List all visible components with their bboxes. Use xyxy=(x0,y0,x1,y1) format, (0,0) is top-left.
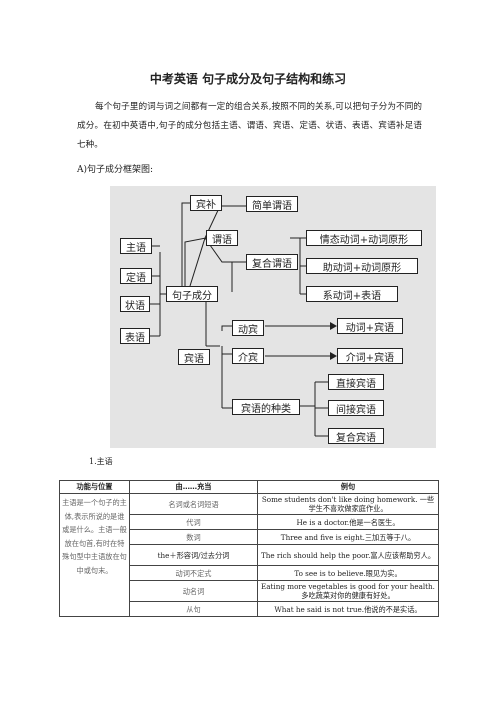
table-row: 从句 What he said is not true.他说的不是实话。 xyxy=(60,601,439,617)
box-object: 宾语 xyxy=(178,349,210,365)
example-cell: What he said is not true.他说的不是实话。 xyxy=(257,601,439,617)
header-role: 由……充当 xyxy=(129,480,258,494)
header-function: 功能与位置 xyxy=(59,480,130,494)
example-cell: To see is to believe.眼见为实。 xyxy=(257,565,439,581)
box-attribute: 定语 xyxy=(120,268,152,284)
role-cell: 代词 xyxy=(129,514,258,530)
box-prep-plus-object: 介词+宾语 xyxy=(337,348,403,364)
box-modal-verb: 情态动词+动词原形 xyxy=(306,230,422,246)
box-simple-predicate: 简单谓语 xyxy=(246,196,298,212)
box-adverbial: 状语 xyxy=(120,296,150,312)
box-verb-object: 动宾 xyxy=(232,320,264,336)
subject-table: 功能与位置 由……充当 例句 主语是一个句子的主体,表示所说的是谁或是什么。主语… xyxy=(59,480,439,617)
example-cell: Eating more vegetables is good for your … xyxy=(257,580,439,602)
box-linking-verb: 系动词+表语 xyxy=(306,286,398,302)
box-verb-plus-object: 动词+宾语 xyxy=(337,318,403,334)
subsection-heading: 1.主语 xyxy=(89,457,113,466)
role-cell: the＋形容词/过去分词 xyxy=(129,544,258,566)
header-example: 例句 xyxy=(257,480,439,494)
diagram-connector-lines xyxy=(150,202,337,437)
box-direct-object: 直接宾语 xyxy=(328,374,384,390)
box-compound-predicate: 复合谓语 xyxy=(246,254,298,270)
table-row: 动词不定式 To see is to believe.眼见为实。 xyxy=(60,565,439,581)
role-cell: 从句 xyxy=(129,601,258,617)
box-predicative: 表语 xyxy=(120,328,150,344)
box-auxiliary-verb: 助动词+动词原形 xyxy=(306,258,418,274)
example-cell: He is a doctor.他是一名医生。 xyxy=(257,514,439,530)
section-heading: A)句子成分框架图: xyxy=(77,165,154,175)
example-cell: Some students don't like doing homework.… xyxy=(257,493,439,515)
example-cell: The rich should help the poor.富人应该帮助穷人。 xyxy=(257,544,439,566)
role-cell: 动词不定式 xyxy=(129,565,258,581)
intro-paragraph: 每个句子里的词与词之间都有一定的组合关系,按照不同的关系,可以把句子分为不同的成… xyxy=(77,102,422,150)
table-row: 主语是一个句子的主体,表示所说的是谁或是什么。主语一般放在句首,有时在特殊句型中… xyxy=(59,493,439,617)
box-object-kinds: 宾语的种类 xyxy=(232,399,300,415)
role-cell: 数词 xyxy=(129,529,258,545)
table-row: 动名词 Eating more vegetables is good for y… xyxy=(60,580,439,602)
box-predicate: 谓语 xyxy=(206,230,238,246)
role-cell: 动名词 xyxy=(129,580,258,602)
sentence-components-diagram: 主语 定语 状语 表语 句子成分 宾补 谓语 简单谓语 复合谓语 情态动词+动词… xyxy=(110,186,436,448)
box-object-complement: 宾补 xyxy=(190,195,222,211)
page-title: 中考英语 句子成分及句子结构和练习 xyxy=(149,72,347,86)
box-subject: 主语 xyxy=(120,238,152,254)
table-row: 代词 He is a doctor.他是一名医生。 xyxy=(60,514,439,530)
role-cell: 名词或名词短语 xyxy=(129,493,258,515)
box-complex-object: 复合宾语 xyxy=(328,428,384,444)
function-note: 主语是一个句子的主体,表示所说的是谁或是什么。主语一般放在句首,有时在特殊句型中… xyxy=(59,493,130,617)
example-cell: Three and five is eight.三加五等于八。 xyxy=(257,529,439,545)
box-center-components: 句子成分 xyxy=(166,286,218,302)
table-row: 数词 Three and five is eight.三加五等于八。 xyxy=(60,529,439,545)
box-prep-object: 介宾 xyxy=(232,348,264,364)
table-header-row: 功能与位置 由……充当 例句 xyxy=(59,480,439,494)
box-indirect-object: 间接宾语 xyxy=(328,400,384,416)
